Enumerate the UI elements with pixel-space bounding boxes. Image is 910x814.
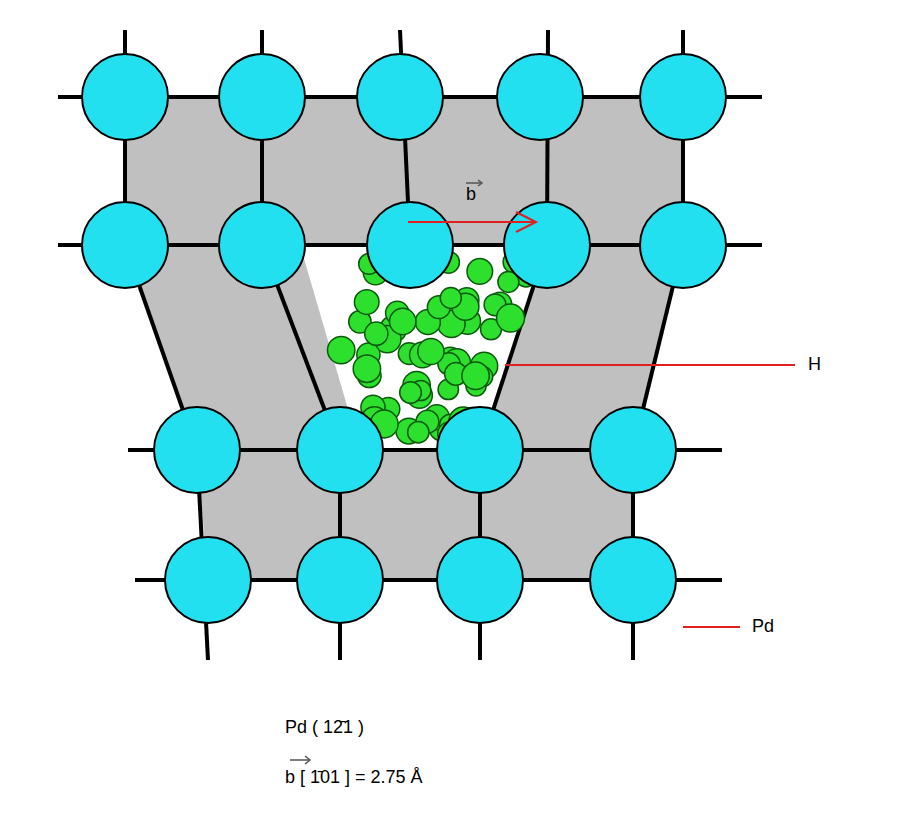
leader-line xyxy=(505,364,795,366)
element-label: H xyxy=(808,355,821,375)
pd-atoms xyxy=(82,54,726,623)
lattice-lines xyxy=(58,30,762,660)
burgers-vector xyxy=(408,212,536,232)
leader-line xyxy=(683,626,740,628)
cell-fill xyxy=(125,97,683,580)
hydrogen-atom xyxy=(408,422,429,443)
burgers-vector-label: b [ 1̄01 ] = 2.75 Å xyxy=(285,768,423,788)
hydrogen-atom xyxy=(328,336,355,363)
hydrogen-atom xyxy=(400,382,422,404)
hydrogen-atom xyxy=(418,338,444,364)
vector-arrow-mark xyxy=(290,180,482,764)
hydrogen-atom xyxy=(354,290,379,315)
element-label: Pd xyxy=(752,617,774,637)
hydrogen-atom xyxy=(390,308,416,334)
hydrogen-atom xyxy=(353,355,380,382)
hydrogen-atom xyxy=(467,259,493,285)
vector-label: b xyxy=(466,185,476,205)
hydrogen-atom xyxy=(497,304,525,332)
hydrogen-atom xyxy=(365,322,388,345)
hydrogen-atom xyxy=(440,287,461,308)
plane-label: Pd ( 12̄1 ) xyxy=(285,718,364,738)
hydrogen-atom xyxy=(462,362,489,389)
